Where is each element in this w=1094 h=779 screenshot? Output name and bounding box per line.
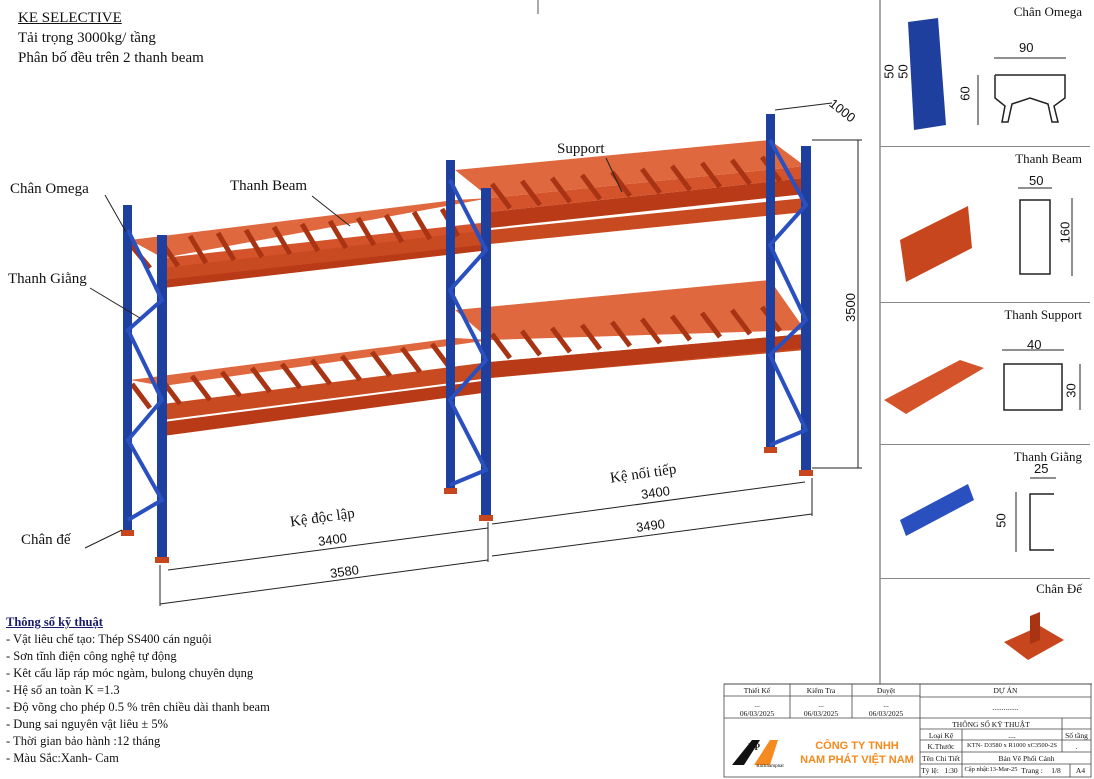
tb-date-checker: 06/03/2025	[803, 709, 839, 718]
panel-dim: 50	[881, 64, 897, 79]
spec-item: - Dung sai nguyên vật liêu ± 5%	[6, 717, 169, 731]
tb-so-tang-label: Số tầng	[1065, 731, 1088, 740]
tb-ten-chi-tiet-value: Bản Vẽ Phối Cảnh	[998, 754, 1055, 763]
title-line-3: Phân bố đều trên 2 thanh beam	[18, 50, 204, 66]
label-chan-omega: Chân Omega	[10, 181, 89, 197]
company-name: CÔNG TY TNHH NAM PHÁT VIỆT NAM	[794, 739, 920, 767]
spec-item: - Thời gian bảo hành :12 tháng	[6, 734, 161, 748]
beam-detail	[900, 187, 1073, 282]
panel-title: Thanh Beam	[1015, 151, 1082, 166]
base-detail	[1004, 612, 1064, 660]
company-line-1: CÔNG TY TNHH	[815, 740, 899, 752]
logo-subtitle: Racknamphat	[756, 764, 784, 769]
spec-item: - Hệ số an toàn K =1.3	[6, 683, 120, 697]
panel-chan-de: Chân Đế	[880, 578, 1090, 685]
tb-trang-value: 1/8	[1051, 766, 1061, 775]
support-detail	[884, 349, 1081, 414]
logo-mark	[732, 740, 778, 765]
tb-project-label: DỰ ÁN	[993, 686, 1018, 695]
panel-chan-omega: Chân Omega 90 60 50 50	[880, 0, 1090, 146]
panel-dim: 160	[1057, 221, 1073, 244]
panel-thanh-support: Thanh Support 40 30	[880, 302, 1090, 445]
tb-ten-chi-tiet-label: Tên Chi Tiết	[922, 754, 960, 763]
spec-item: - Kêt cấu lăp ráp móc ngàm, bulong chuyê…	[6, 666, 254, 680]
tb-kthuoc-label: K.Thước	[927, 742, 955, 751]
tb-loai-ke-value: ....	[1008, 731, 1016, 740]
upper-supports	[128, 155, 782, 270]
panel-thanh-giang: Thanh Giằng 25 50	[880, 444, 1090, 579]
drawing-title: KE SELECTIVE Tải trọng 3000kg/ tầng Phân…	[18, 8, 204, 68]
spec-item: - Độ võng cho phép 0.5 % trên chiều dài …	[6, 700, 270, 714]
tb-header-approver: Duyệt	[876, 686, 896, 695]
title-block-grid	[723, 683, 1092, 778]
title-line-2: Tải trọng 3000kg/ tầng	[18, 30, 156, 46]
panel-dim: 50	[993, 513, 1009, 528]
panel-title: Chân Đế	[1036, 581, 1082, 596]
tb-spec-title: THÔNG SỐ KỸ THUẬT	[952, 720, 1030, 729]
tb-header-checker: Kiểm Tra	[806, 686, 836, 695]
tb-cap-nhat: Cập nhật:13-Mar-25	[964, 766, 1018, 773]
panel-dim: 40	[1027, 337, 1042, 352]
tb-date-approver: 06/03/2025	[868, 709, 904, 718]
dimension-lines	[84, 102, 862, 606]
panel-dim: 30	[1063, 383, 1079, 398]
spec-list: Thông số kỹ thuật - Vật liêu chế tạo: Th…	[6, 614, 270, 767]
tb-ty-le-label: Tỷ lệ:	[921, 766, 939, 775]
tb-loai-ke-label: Loại Kệ	[928, 731, 954, 740]
dim-height: 3500	[842, 293, 858, 322]
label-thanh-beam: Thanh Beam	[230, 178, 308, 194]
spec-item: - Màu Sắc:Xanh- Cam	[6, 751, 119, 765]
tb-kthuoc-value: KTN- D3580 x R1000 xC3500-2S	[967, 742, 1057, 749]
tb-name-approver: ...	[883, 700, 889, 709]
tb-name-designer: ...	[754, 700, 760, 709]
bracing	[125, 139, 809, 522]
tb-trang-label: Trang :	[1021, 766, 1043, 775]
bracing-detail	[900, 477, 1056, 552]
company-line-2: NAM PHÁT VIỆT NAM	[800, 754, 914, 766]
tb-date-designer: 06/03/2025	[739, 709, 775, 718]
panel-dim: 50	[1029, 173, 1044, 188]
spec-heading: Thông số kỹ thuật	[6, 615, 103, 629]
tb-project-value: ..............	[992, 703, 1019, 712]
label-chan-de: Chân đế	[21, 532, 71, 548]
title-block: Thiết Kế Kiểm Tra Duyệt ... ... ... 06/0…	[724, 684, 1091, 777]
omega-detail	[908, 18, 1066, 130]
label-thanh-giang: Thanh Giằng	[8, 271, 87, 287]
spec-item: - Vật liêu chế tạo: Thép SS400 cán nguội	[6, 632, 212, 646]
title-line-1: KE SELECTIVE	[18, 10, 122, 26]
panel-thanh-beam: Thanh Beam 50 160	[880, 146, 1090, 303]
tb-ty-le-value: 1:30	[944, 766, 958, 775]
spec-item: - Sơn tĩnh điện công nghệ tự động	[6, 649, 177, 663]
tb-paper-size: A4	[1075, 766, 1086, 775]
logo-text: NP	[748, 742, 760, 752]
tb-header-designer: Thiết Kế	[743, 686, 771, 695]
lower-beams	[130, 280, 805, 436]
panel-dim: 60	[957, 86, 973, 101]
panel-dim: 90	[1019, 40, 1034, 55]
panel-title: Thanh Giằng	[1013, 449, 1082, 464]
tb-name-checker: ...	[818, 700, 824, 709]
label-support: Support	[557, 141, 605, 157]
panel-dim: 25	[1034, 461, 1049, 476]
base-plates	[121, 447, 813, 563]
panel-title: Chân Omega	[1013, 4, 1082, 19]
lower-supports	[130, 305, 782, 410]
panel-title: Thanh Support	[1004, 307, 1082, 322]
panel-dim: 50	[895, 64, 911, 79]
tb-so-tang-value: .	[1075, 742, 1078, 751]
